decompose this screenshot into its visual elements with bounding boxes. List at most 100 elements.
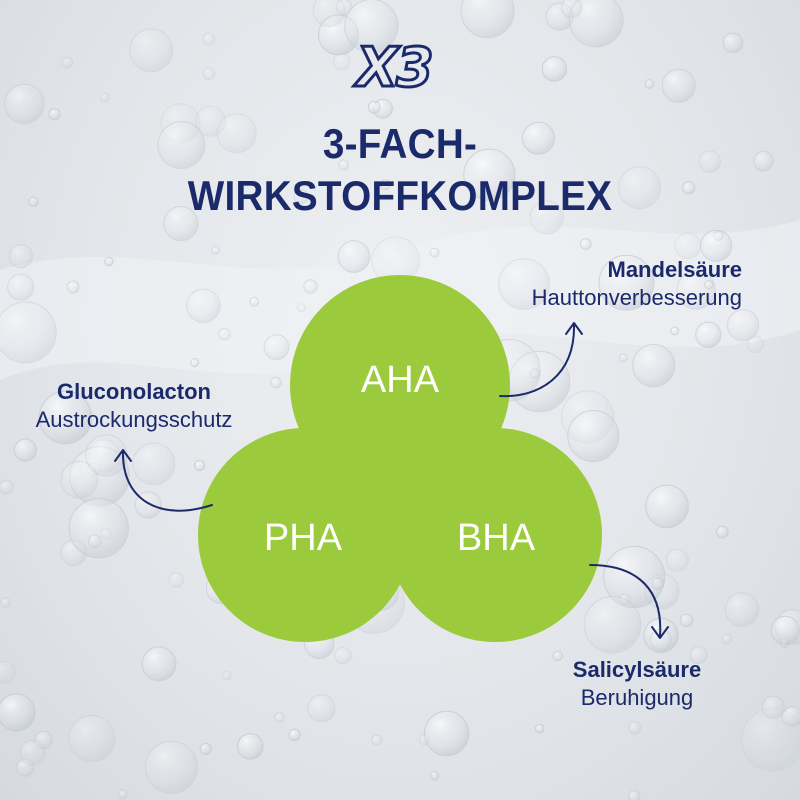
foam-bubble [568,0,624,48]
foam-bubble [68,498,129,559]
foam-bubble [682,181,696,195]
foam-bubble [534,723,545,734]
foam-bubble [144,740,198,794]
title-line-1: 3-FACH- [322,120,478,167]
foam-bubble [724,592,760,627]
arrow-to-gluconolacton [114,449,213,512]
callout-mandelsaeure: Mandelsäure Hauttonverbesserung [532,256,742,312]
logo-lettering: X3 [353,36,431,94]
foam-bubble [665,548,689,572]
arrow-to-mandelsaeure [499,322,583,398]
foam-bubble [722,32,744,54]
foam-bubble [645,484,689,529]
foam-bubble [0,693,36,732]
foam-bubble [695,321,722,348]
foam-bubble [7,273,35,301]
foam-bubble [202,32,216,46]
foam-bubble [746,335,764,353]
foam-bubble [753,150,774,172]
callout-subtitle: Hauttonverbesserung [531,285,742,310]
foam-bubble [0,479,14,495]
foam-bubble [338,159,350,171]
foam-bubble [529,200,564,235]
foam-bubble [679,613,694,628]
foam-bubble [418,734,430,746]
foam-bubble [274,712,285,723]
foam-bubble [288,728,301,742]
foam-bubble [60,460,99,499]
callout-gluconolacton: Gluconolacton Austrockungsschutz [18,378,250,434]
foam-bubble [337,240,371,273]
bha-label: BHA [456,517,536,559]
foam-bubble [0,660,16,684]
foam-bubble [66,280,80,294]
foam-bubble [463,148,516,201]
callout-subtitle: Austrockungsschutz [35,407,233,432]
foam-bubble [579,238,592,250]
foam-bubble [727,309,760,342]
foam-bubble [194,459,206,472]
foam-bubble [618,166,662,210]
foam-bubble [296,303,306,313]
foam-bubble [61,56,74,68]
foam-bubble [211,245,221,255]
foam-bubble [721,633,733,645]
foam-bubble [429,247,440,258]
callout-subtitle: Beruhigung [580,685,694,710]
foam-bubble [689,646,708,665]
foam-bubble [303,279,318,294]
foam-bubble [661,68,696,103]
foam-bubble [19,739,46,766]
foam-bubble [104,257,114,267]
foam-bubble [761,695,785,719]
foam-bubble [334,647,352,665]
foam-bubble [293,189,309,204]
foam-bubble [628,790,641,800]
foam-bubble [312,0,346,28]
x3-logo: X3 [288,35,500,101]
foam-bubble [263,334,290,361]
foam-bubble [618,353,629,363]
foam-bubble [644,79,655,89]
foam-bubble [624,691,636,703]
callout-salicylsaeure: Salicylsäure Beruhigung [542,656,732,712]
foam-bubble [344,0,399,54]
foam-bubble [237,733,264,760]
foam-bubble [698,150,722,173]
foam-bubble [429,770,440,781]
foam-bubble [0,597,11,608]
foam-bubble [598,254,655,311]
foam-bubble [460,0,515,39]
foam-bubble [117,789,128,800]
arrow-to-salicylsaeure [589,564,669,639]
title-line-2: WIRKSTOFFKOMPLEX [187,172,613,219]
foam-bubble [567,410,620,462]
foam-bubble [132,442,176,486]
foam-bubble [522,121,555,155]
foam-bubble [583,596,642,654]
foam-bubble [379,179,391,191]
foam-bubble [163,206,199,242]
pha-label: PHA [263,517,343,559]
foam-bubble [367,100,381,114]
callout-title: Salicylsäure [572,657,702,682]
foam-bubble [222,670,232,681]
foam-bubble [561,0,583,19]
foam-bubble [552,650,564,662]
foam-bubble [770,615,800,645]
foam-bubble [141,646,177,682]
foam-bubble [168,572,185,588]
foam-bubble [4,83,45,125]
foam-bubble [371,734,383,746]
aha-label: AHA [360,359,440,401]
foam-bubble [676,270,716,310]
foam-bubble [332,53,351,71]
foam-bubble [498,258,550,310]
foam-bubble [424,710,470,757]
foam-bubble [249,296,260,307]
venn-center-fill [320,400,480,560]
foam-bubble [700,229,733,262]
